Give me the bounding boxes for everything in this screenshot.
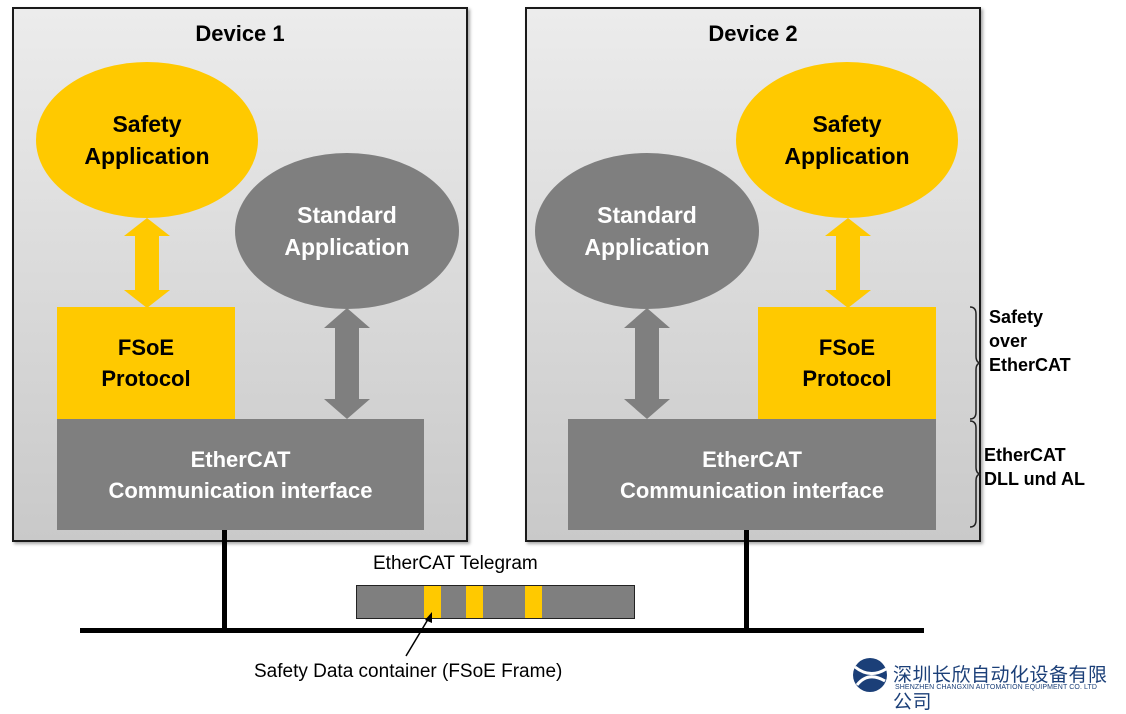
device-1-drop-wire bbox=[222, 530, 227, 631]
ethercat-layer-brace-icon bbox=[969, 420, 982, 528]
ethercat-telegram-bar bbox=[356, 585, 635, 619]
fsoe-frame-segment bbox=[525, 586, 542, 618]
pointer-arrow-icon bbox=[405, 612, 432, 657]
device-2-standard-double-arrow-icon bbox=[624, 308, 670, 419]
fsoe-frame-segment bbox=[424, 586, 441, 618]
device-2-safety-double-arrow-icon bbox=[825, 218, 871, 308]
safety-layer-brace-icon bbox=[969, 306, 982, 420]
device-2-drop-wire bbox=[744, 530, 749, 631]
device-1-safety-double-arrow-icon bbox=[124, 218, 170, 308]
company-name-en: SHENZHEN CHANGXIN AUTOMATION EQUIPMENT C… bbox=[895, 684, 1098, 691]
telegram-title: EtherCAT Telegram bbox=[373, 553, 538, 574]
device-2-title: Device 2 bbox=[708, 21, 798, 46]
safety-data-container-caption: Safety Data container (FSoE Frame) bbox=[254, 661, 563, 682]
safety-over-ethercat-label: Safety over EtherCAT bbox=[989, 307, 1071, 375]
ethercat-dll-al-label: EtherCAT DLL und AL bbox=[984, 445, 1085, 489]
device-1-standard-double-arrow-icon bbox=[324, 308, 370, 419]
device-1-title: Device 1 bbox=[195, 21, 285, 46]
ethercat-bus-line bbox=[80, 628, 924, 633]
company-logo-icon bbox=[853, 658, 887, 692]
fsoe-frame-segment bbox=[466, 586, 483, 618]
